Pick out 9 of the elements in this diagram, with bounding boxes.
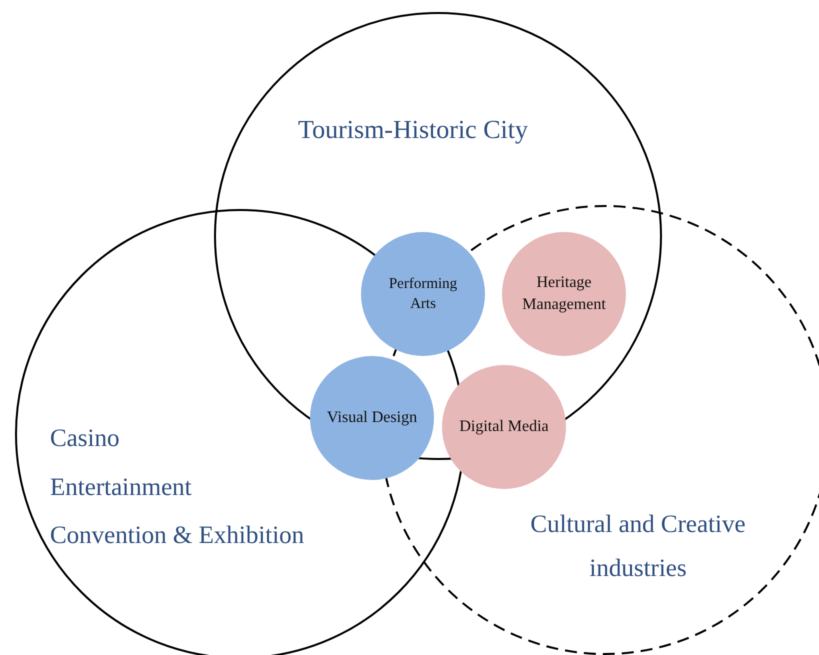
- topic-label: Digital Media: [458, 417, 550, 438]
- set-label: Convention & Exhibition: [50, 522, 304, 550]
- set-label: Cultural and Creative industries: [529, 510, 747, 584]
- set-label: Casino: [50, 425, 120, 453]
- topic-label: Heritage Management: [521, 273, 607, 315]
- topic-label: Visual Design: [326, 408, 418, 428]
- set-label: Entertainment: [50, 474, 192, 502]
- set-label: Tourism-Historic City: [298, 115, 528, 145]
- topic-label: Performing Arts: [388, 274, 458, 314]
